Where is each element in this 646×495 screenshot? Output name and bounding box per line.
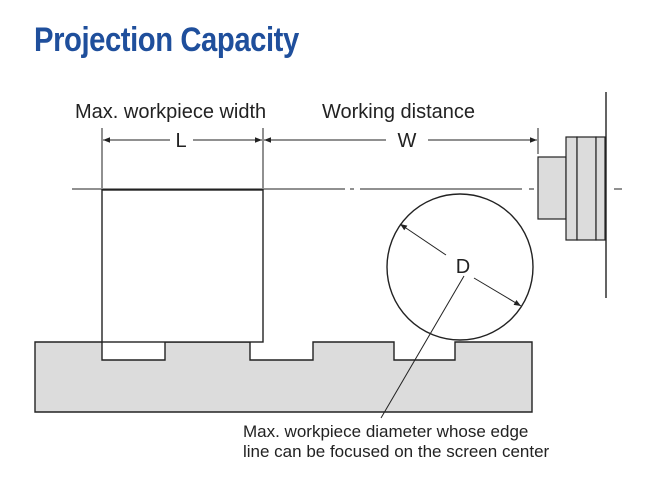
projection-lens	[537, 136, 606, 241]
diameter-D-arrow-upper	[399, 223, 447, 256]
diameter-D-label: D	[456, 256, 470, 278]
note-line-1: Max. workpiece diameter whose edge	[243, 422, 529, 441]
dimension-L-label: L	[175, 130, 186, 152]
rectangular-workpiece	[101, 189, 264, 343]
stage-table	[34, 341, 533, 413]
circular-workpiece	[386, 193, 534, 341]
working-distance-label: Working distance	[322, 101, 475, 123]
page-title: Projection Capacity	[34, 21, 299, 59]
diameter-note: Max. workpiece diameter whose edge line …	[243, 422, 549, 462]
note-leader-line	[380, 275, 465, 419]
max-width-label: Max. workpiece width	[75, 101, 266, 123]
diameter-D-arrow-lower	[473, 277, 522, 307]
note-line-2: line can be focused on the screen center	[243, 442, 550, 461]
dimension-W-label: W	[398, 130, 417, 152]
